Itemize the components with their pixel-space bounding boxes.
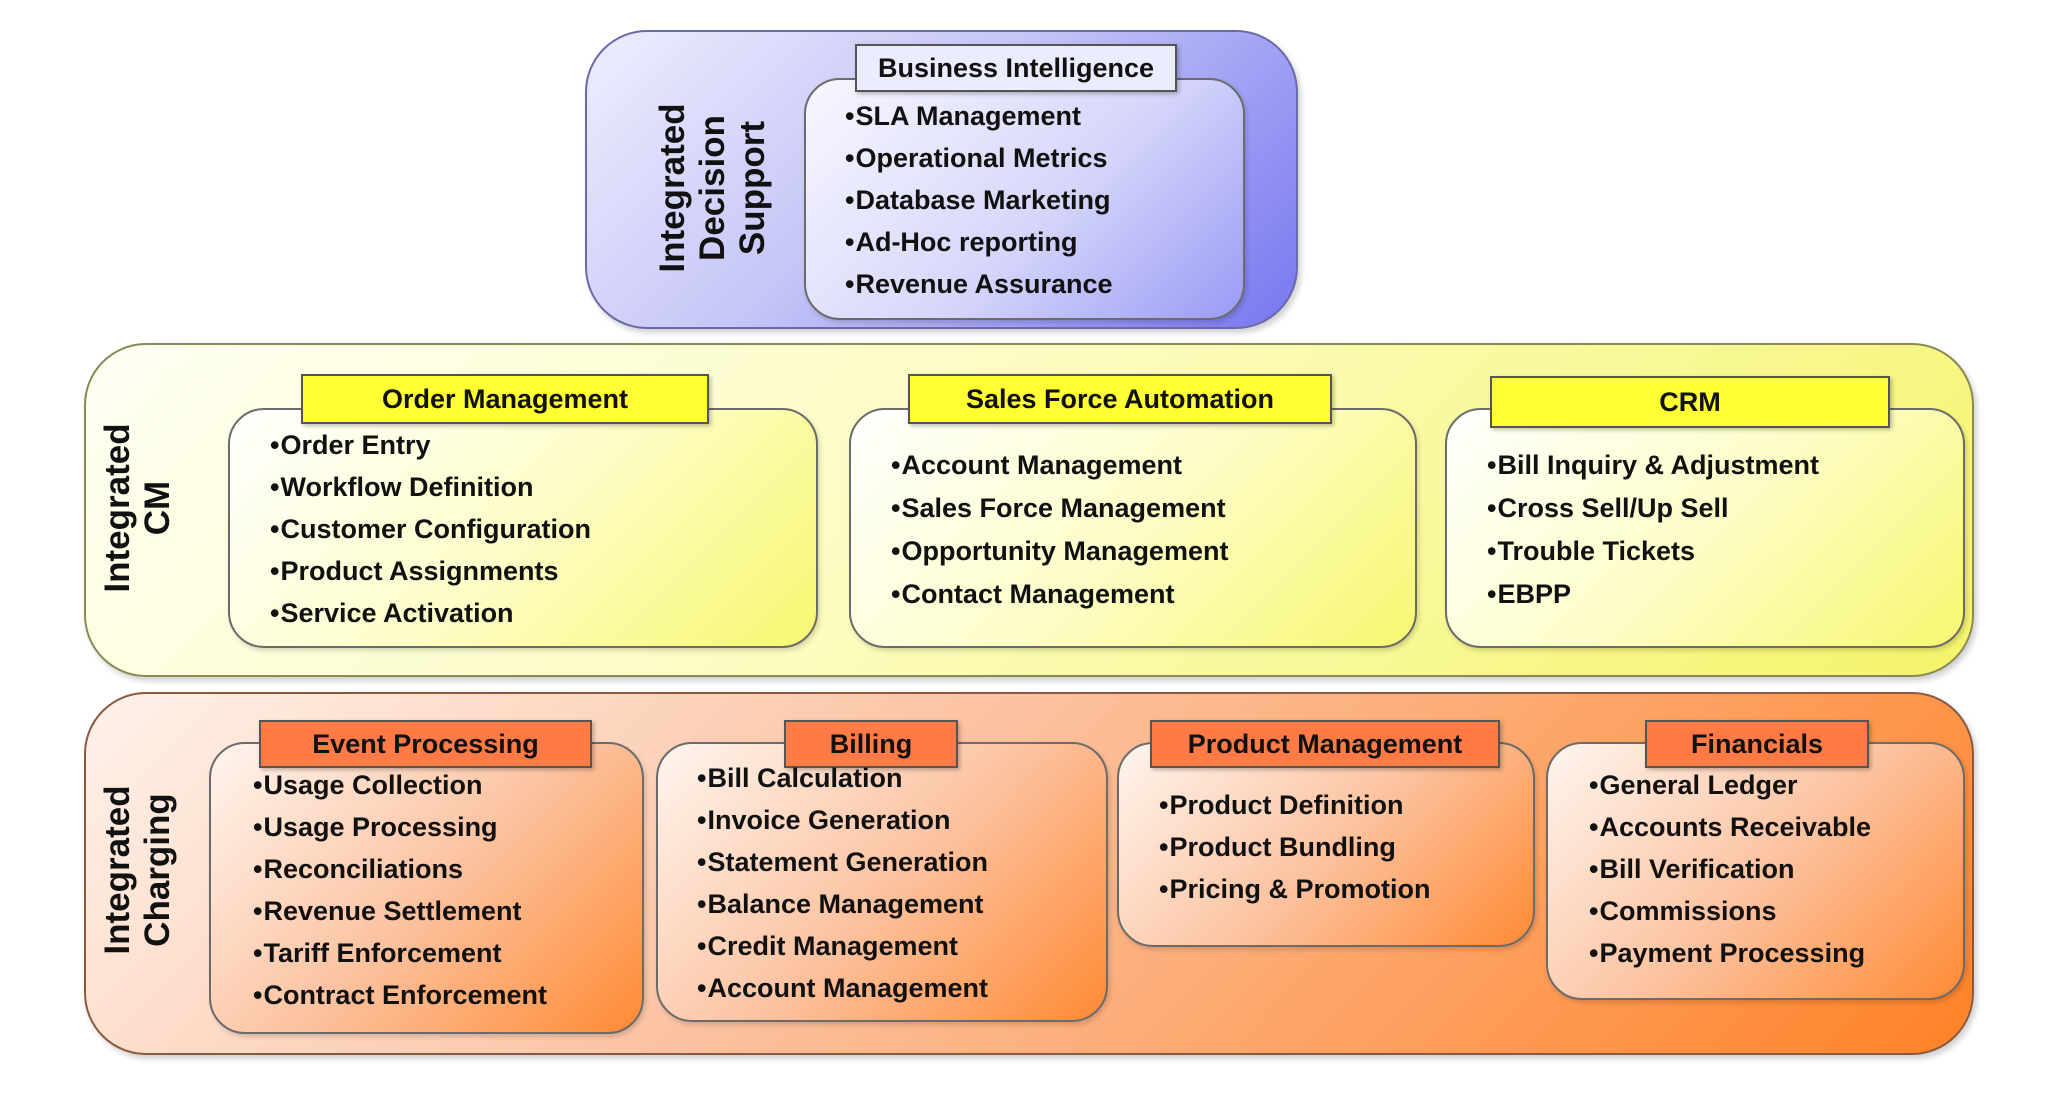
list-item: Opportunity Management [891, 530, 1228, 573]
billing-list: Bill Calculation Invoice Generation Stat… [697, 757, 988, 1009]
label-line: Integrated [98, 423, 137, 593]
list-item: Bill Calculation [697, 757, 988, 799]
label-line: Integrated [653, 103, 692, 273]
list-item: Tariff Enforcement [253, 932, 547, 974]
list-item: SLA Management [845, 95, 1113, 137]
crm-title: CRM [1490, 376, 1890, 428]
label-line: Decision [693, 115, 732, 261]
financials-title: Financials [1645, 720, 1869, 768]
list-item: Pricing & Promotion [1159, 868, 1430, 910]
list-item: Invoice Generation [697, 799, 988, 841]
list-item: Product Assignments [270, 550, 591, 592]
crm-list: Bill Inquiry & Adjustment Cross Sell/Up … [1487, 444, 1819, 616]
list-item: Service Activation [270, 592, 591, 634]
list-item: Reconciliations [253, 848, 547, 890]
event-processing-title: Event Processing [259, 720, 592, 768]
list-item: Ad-Hoc reporting [845, 221, 1113, 263]
list-item: Trouble Tickets [1487, 530, 1819, 573]
cm-layer-label: Integrated CM [98, 378, 178, 638]
list-item: Statement Generation [697, 841, 988, 883]
label-line: Charging [138, 793, 177, 947]
list-item: Payment Processing [1589, 932, 1871, 974]
list-item: Commissions [1589, 890, 1871, 932]
list-item: Revenue Settlement [253, 890, 547, 932]
order-management-title: Order Management [301, 374, 709, 424]
list-item: Accounts Receivable [1589, 806, 1871, 848]
list-item: Usage Collection [253, 764, 547, 806]
event-processing-list: Usage Collection Usage Processing Reconc… [253, 764, 547, 1016]
business-intelligence-title: Business Intelligence [855, 44, 1177, 92]
label-line: Support [733, 120, 772, 256]
order-management-list: Order Entry Workflow Definition Customer… [270, 424, 591, 634]
list-item: Usage Processing [253, 806, 547, 848]
list-item: Sales Force Management [891, 487, 1228, 530]
list-item: Product Definition [1159, 784, 1430, 826]
list-item: Workflow Definition [270, 466, 591, 508]
product-management-title: Product Management [1150, 720, 1500, 768]
list-item: Account Management [891, 444, 1228, 487]
list-item: Revenue Assurance [845, 263, 1112, 305]
list-item: Order Entry [270, 424, 591, 466]
list-item: Database Marketing [845, 179, 1113, 221]
label-line: CM [138, 480, 177, 536]
list-item: Bill Inquiry & Adjustment [1487, 444, 1819, 487]
list-item: Account Management [697, 967, 988, 1009]
list-item: Product Bundling [1159, 826, 1430, 868]
list-item: Balance Management [697, 883, 988, 925]
list-item: Contact Management [891, 573, 1228, 616]
list-item: Credit Management [697, 925, 988, 967]
list-item: Cross Sell/Up Sell [1487, 487, 1819, 530]
list-item: EBPP [1487, 573, 1819, 616]
list-item: Customer Configuration [270, 508, 591, 550]
business-intelligence-list: SLA Management Operational Metrics Datab… [845, 95, 1113, 305]
list-item: Contract Enforcement [253, 974, 547, 1016]
product-management-list: Product Definition Product Bundling Pric… [1159, 784, 1430, 910]
list-item: Operational Metrics [845, 137, 1113, 179]
financials-list: General Ledger Accounts Receivable Bill … [1589, 764, 1871, 974]
sales-force-automation-list: Account Management Sales Force Managemen… [891, 444, 1228, 616]
charging-layer-label: Integrated Charging [98, 740, 178, 1000]
list-item: General Ledger [1589, 764, 1871, 806]
decision-support-layer-label: Integrated Decision Support [653, 18, 773, 358]
label-line: Integrated [98, 785, 137, 955]
list-item: Bill Verification [1589, 848, 1871, 890]
sales-force-automation-title: Sales Force Automation [908, 374, 1332, 424]
